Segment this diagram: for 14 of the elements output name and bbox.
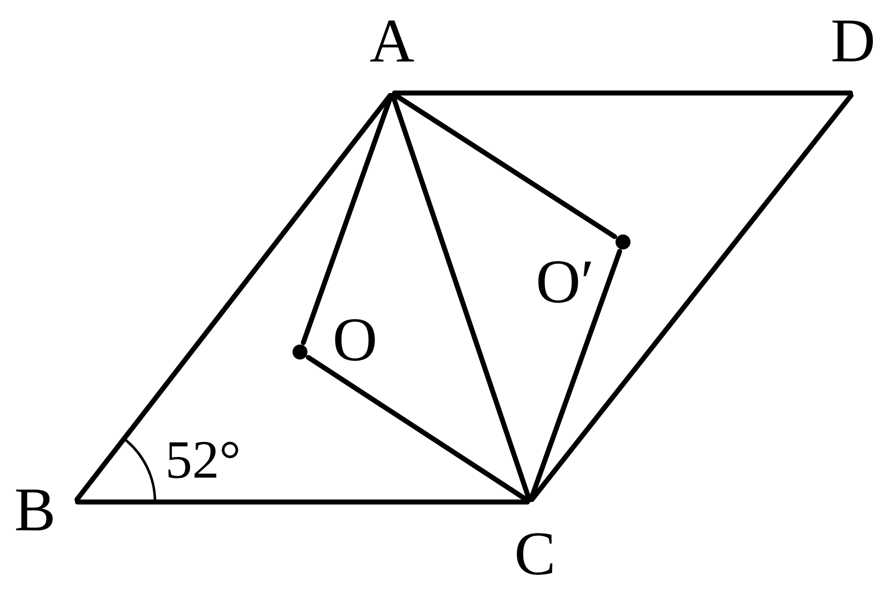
point-label: B — [16, 490, 53, 530]
line-segment — [529, 93, 854, 502]
line-segment — [300, 93, 394, 346]
line-segment — [390, 93, 532, 502]
line-segment — [528, 248, 622, 502]
line-segment — [75, 499, 530, 504]
point-label: C — [516, 533, 552, 575]
angle-label: 52° — [168, 442, 238, 478]
point-label: A — [370, 20, 414, 62]
point-label: D — [832, 20, 873, 62]
point-label: O — [335, 319, 375, 361]
point-label: O′ — [538, 261, 592, 303]
line-segment — [74, 93, 393, 502]
line-segment — [392, 90, 853, 96]
